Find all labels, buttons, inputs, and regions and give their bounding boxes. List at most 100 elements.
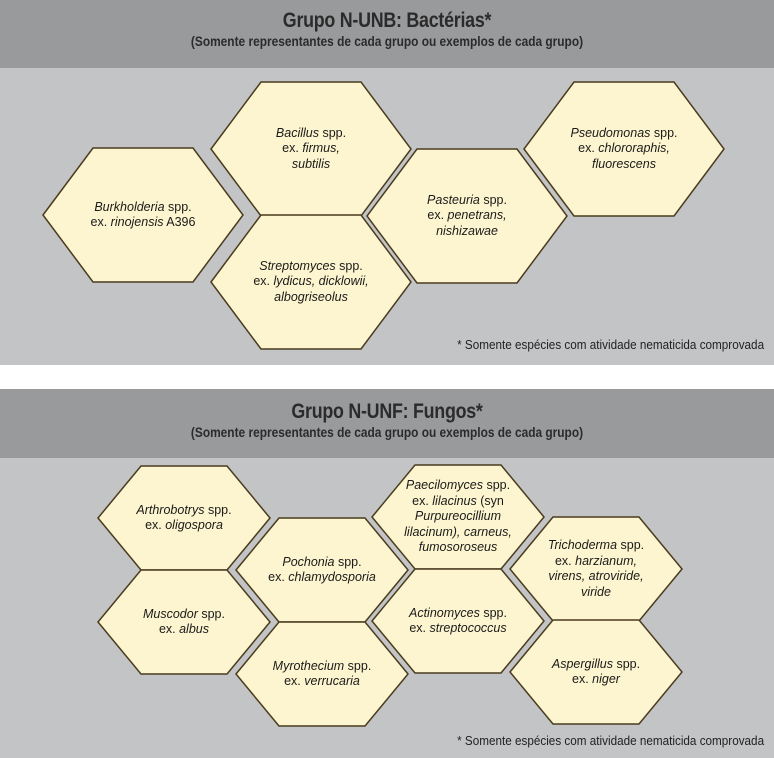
hexagon-label-line: ex. firmus,: [231, 141, 391, 157]
hexagon-label-arthrobotrys: Arthrobotrys spp.ex. oligospora: [115, 503, 253, 534]
taxon-name: virens, atroviride,: [548, 569, 644, 583]
hexagon-label-line: viride: [527, 585, 665, 601]
taxon-name: Muscodor: [142, 606, 198, 621]
label-text: ex.: [427, 208, 448, 223]
hexagon-label-line: Trichoderma spp.: [527, 538, 665, 554]
hexagon-label-line: Arthrobotrys spp.: [115, 503, 253, 519]
hexagon-label-myrothecium: Myrothecium spp.ex. verrucaria: [253, 659, 391, 690]
hexagon-label-line: Bacillus spp.: [231, 126, 391, 142]
label-text: ex.: [90, 215, 111, 229]
taxon-name: Bacillus: [275, 125, 319, 140]
hexagon-label-line: fumosoroseus: [389, 540, 527, 556]
hexagon-label-burkholderia: Burkholderia spp.ex. rinojensis A396: [63, 200, 223, 231]
hexagon-pasteuria: [366, 148, 568, 284]
hexagon-label-line: Paecilomyces spp.: [389, 478, 527, 494]
taxon-name: oligospora: [165, 518, 223, 532]
hexagon-label-line: Pochonia spp.: [253, 555, 391, 571]
taxon-name: rinojensis: [110, 215, 164, 229]
label-text: spp.: [318, 125, 347, 140]
taxon-name: harzianum,: [575, 553, 637, 568]
label-text: spp.: [204, 502, 232, 517]
hexagon-label-line: Purpureocillium: [389, 509, 527, 525]
taxon-name: chlamydosporia: [288, 570, 376, 584]
taxon-name: fumosoroseus: [418, 540, 498, 555]
label-text: spp.: [334, 554, 362, 569]
taxon-name: Burkholderia: [94, 199, 165, 214]
hexagon-label-line: ex. rinojensis A396: [63, 215, 223, 231]
hexagon-label-line: ex. penetrans,: [387, 208, 547, 224]
hexagon-label-line: ex. oligospora: [115, 518, 253, 534]
taxon-name: lilacinus: [432, 493, 477, 508]
hexagon-label-line: ex. lilacinus (syn: [389, 494, 527, 510]
hexagon-actinomyces: [371, 568, 545, 674]
hexagon-label-actinomyces: Actinomyces spp.ex. streptococcus: [389, 606, 527, 637]
hexagon-label-line: ex. niger: [527, 672, 665, 688]
hexagon-label-muscodor: Muscodor spp.ex. albus: [115, 607, 253, 638]
hexagon-label-line: Aspergillus spp.: [527, 657, 665, 673]
label-text: spp.: [164, 199, 192, 214]
taxon-name: chlororaphis,: [598, 141, 670, 156]
label-text: spp.: [479, 605, 507, 620]
hexagon-label-line: Myrothecium spp.: [253, 659, 391, 675]
hexagon-label-line: Burkholderia spp.: [63, 200, 223, 216]
taxon-name: Pasteuria: [427, 192, 480, 207]
label-text: spp.: [617, 538, 645, 552]
taxon-name: viride: [581, 584, 611, 599]
hexagon-label-line: Streptomyces spp.: [231, 259, 391, 275]
taxon-name: albogriseolus: [274, 289, 348, 304]
label-text: ex.: [145, 518, 166, 532]
taxon-name: verrucaria: [304, 674, 360, 688]
hexagon-label-line: ex. chlororaphis,: [544, 141, 704, 157]
taxon-name: Paecilomyces: [405, 478, 483, 493]
hexagon-burkholderia: [42, 147, 244, 283]
label-text: spp.: [482, 478, 511, 493]
hexagon-label-pochonia: Pochonia spp.ex. chlamydosporia: [253, 555, 391, 586]
label-text: ex.: [253, 274, 274, 289]
label-text: spp.: [335, 258, 363, 273]
label-text: ex.: [412, 493, 433, 508]
hexagon-myrothecium: [235, 621, 409, 727]
hexagon-label-bacillus: Bacillus spp.ex. firmus,subtilis: [231, 126, 391, 173]
taxon-name: streptococcus: [429, 621, 507, 635]
hexagon-label-line: ex. albus: [115, 622, 253, 638]
hexagon-aspergillus: [509, 619, 683, 725]
hexagon-label-line: lilacinum), carneus,: [389, 525, 527, 541]
taxon-name: firmus,: [302, 141, 340, 156]
fungi-title: Grupo N-UNF: Fungos*: [291, 400, 483, 423]
hexagon-label-line: albogriseolus: [231, 290, 391, 306]
bacteria-title: Grupo N-UNB: Bactérias*: [282, 9, 492, 32]
bacteria-header: Grupo N-UNB: Bactérias* (Somente represe…: [0, 0, 774, 68]
taxon-name: lydicus, dicklowii,: [273, 274, 369, 289]
label-text: ex.: [409, 621, 430, 635]
hexagon-label-pseudomonas: Pseudomonas spp.ex. chlororaphis,fluores…: [544, 126, 704, 173]
fungi-subtitle: (Somente representantes de cada grupo ou…: [190, 424, 584, 440]
hexagon-label-line: ex. harzianum,: [527, 554, 665, 570]
taxon-name: Myrothecium: [272, 658, 345, 673]
hexagon-label-line: fluorescens: [544, 157, 704, 173]
label-text: A396: [163, 215, 196, 229]
bacteria-footnote: * Somente espécies com atividade nematic…: [457, 337, 764, 352]
fungi-footnote: * Somente espécies com atividade nematic…: [457, 733, 764, 748]
label-text: ex.: [282, 141, 303, 156]
label-text: spp.: [650, 125, 678, 140]
fungi-header: Grupo N-UNF: Fungos* (Somente representa…: [0, 389, 774, 458]
hexagon-label-line: Muscodor spp.: [115, 607, 253, 623]
taxon-name: subtilis: [291, 156, 331, 171]
hexagon-pseudomonas: [523, 81, 725, 217]
taxon-name: lilacinum), carneus,: [404, 524, 512, 539]
taxon-name: niger: [592, 672, 620, 686]
taxon-name: nishizawae: [436, 223, 498, 238]
label-text: ex.: [578, 141, 599, 156]
taxon-name: Arthrobotrys: [136, 502, 205, 517]
hexagon-label-line: subtilis: [231, 157, 391, 173]
label-text: ex.: [554, 553, 576, 568]
taxon-name: Trichoderma: [547, 538, 618, 552]
hexagon-streptomyces: [210, 214, 412, 350]
taxon-name: albus: [179, 622, 209, 636]
hexagon-label-aspergillus: Aspergillus spp.ex. niger: [527, 657, 665, 688]
taxon-name: Purpureocillium: [414, 509, 502, 524]
hexagon-label-line: Pasteuria spp.: [387, 193, 547, 209]
label-text: (syn: [476, 493, 504, 508]
taxon-name: fluorescens: [592, 156, 656, 171]
